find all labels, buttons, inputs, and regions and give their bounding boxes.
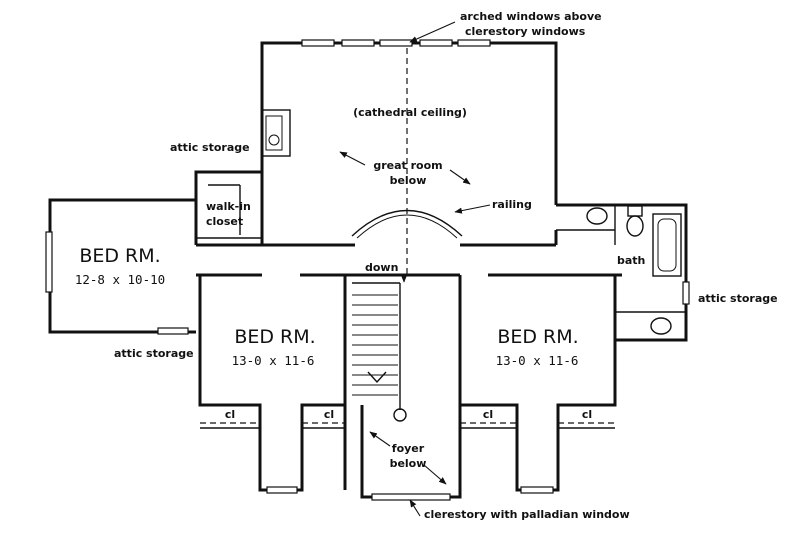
clerestory-palladian-label: clerestory with palladian window [424,508,630,521]
bed-left-dims: 12-8 x 10-10 [75,272,165,287]
arched-windows-label-line2: clerestory windows [465,25,586,38]
bath-window [682,281,690,305]
bath-label: bath [617,254,645,267]
bed-left-name: BED RM. [79,245,160,267]
bath-fixtures [586,205,682,335]
great-room-label-line2: below [390,174,427,187]
attic-storage-left-label: attic storage [114,347,194,360]
bed-left-window-south [157,327,189,335]
bed-right-closets [460,422,615,429]
cathedral-ceiling-label: (cathedral ceiling) [353,106,467,119]
railing-arch [351,209,463,239]
foyer-label-line1: foyer [392,442,425,455]
railing-label: railing [492,198,532,211]
fireplace [261,109,291,157]
bath-walls [556,203,688,342]
bed-right-window [520,486,554,494]
arched-windows [301,39,491,47]
foyer-label-line2: below [390,457,427,470]
walk-in-closet [194,170,262,245]
attic-storage-right-label: attic storage [698,292,778,305]
closet-label-4: cl [582,408,592,421]
bed-center-name: BED RM. [234,326,315,348]
bed-right-name: BED RM. [497,326,578,348]
closet-label-3: cl [483,408,493,421]
bed-right-dims: 13-0 x 11-6 [496,353,579,368]
closet-label-2: cl [324,408,334,421]
stair-treads [352,294,398,396]
attic-storage-top-label: attic storage [170,141,250,154]
bed-center-dims: 13-0 x 11-6 [232,353,315,368]
bed-left-window-west [45,231,53,293]
bed-center-walls [198,273,347,492]
down-label: down [365,261,398,274]
arched-windows-label-line1: arched windows above [460,10,602,23]
closet-label-1: cl [225,408,235,421]
bed-right-walls [458,275,617,492]
leader-arrows [339,21,491,517]
palladian-window [371,493,451,501]
bed-center-closets [200,422,345,429]
walk-in-label-line2: closet [206,215,243,228]
great-room-label-line1: great room [373,159,442,172]
bed-center-window [266,486,298,494]
walk-in-label-line1: walk-in [206,200,251,213]
